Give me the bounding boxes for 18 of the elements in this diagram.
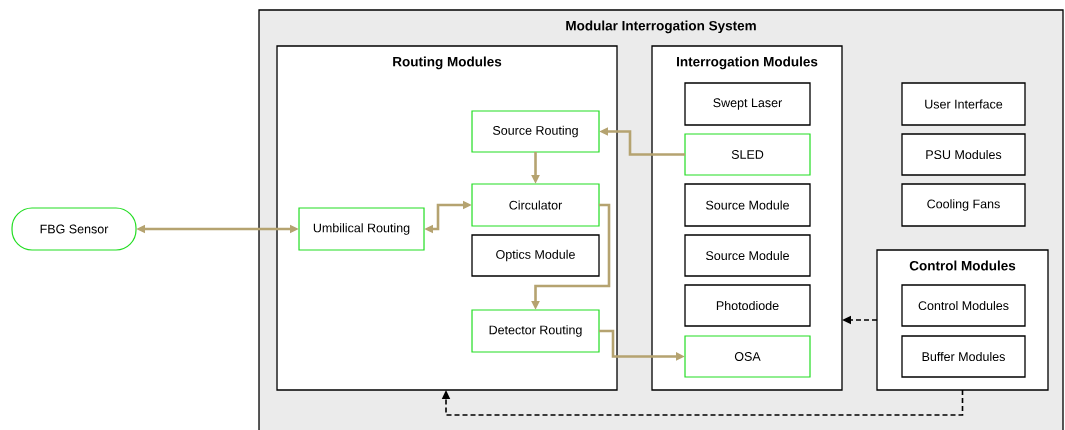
module-box: Umbilical Routing	[298, 207, 425, 251]
sensor-box: FBG Sensor	[11, 207, 137, 251]
module-box: User Interface	[901, 82, 1026, 126]
module-box: Photodiode	[684, 284, 811, 327]
module-box: Source Module	[684, 183, 811, 227]
module-box: Optics Module	[471, 234, 600, 277]
module-box: Control Modules	[901, 284, 1026, 327]
module-box: PSU Modules	[901, 133, 1026, 176]
arrow	[441, 389, 964, 416]
module-box: Source Module	[684, 234, 811, 277]
module-box: OSA	[684, 335, 811, 378]
module-box: Source Routing	[471, 110, 600, 153]
module-box: SLED	[684, 133, 811, 176]
module-box: Swept Laser	[684, 82, 811, 126]
module-box: Buffer Modules	[901, 335, 1026, 378]
module-box: Circulator	[471, 183, 600, 227]
module-box: Detector Routing	[471, 309, 600, 353]
module-box: Cooling Fans	[901, 183, 1026, 227]
